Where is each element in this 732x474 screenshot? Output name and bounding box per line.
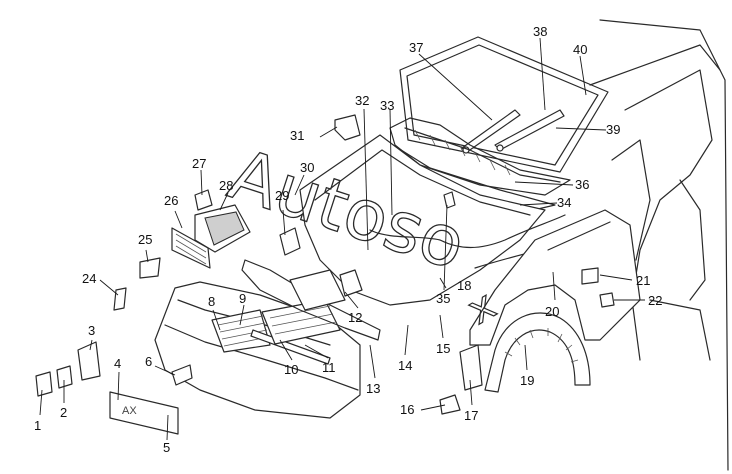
callout-36: 36 — [575, 177, 589, 192]
callout-20: 20 — [545, 304, 559, 319]
callout-30: 30 — [300, 160, 314, 175]
callout-16: 16 — [400, 402, 414, 417]
callout-32: 32 — [355, 93, 369, 108]
callout-40: 40 — [573, 42, 587, 57]
callout-6: 6 — [145, 354, 152, 369]
callout-19: 19 — [520, 373, 534, 388]
callout-33: 33 — [380, 98, 394, 113]
bonnet — [299, 134, 546, 306]
callout-11: 11 — [322, 360, 336, 375]
callout-35: 35 — [436, 291, 450, 306]
grille-strips — [250, 299, 341, 365]
callout-31: 31 — [290, 128, 304, 143]
callout-21: 21 — [636, 273, 650, 288]
callout-26: 26 — [164, 193, 178, 208]
plate-text: AX — [122, 405, 137, 417]
callout-17: 17 — [464, 408, 478, 423]
callout-22: 22 — [648, 293, 662, 308]
callout-2: 2 — [60, 405, 67, 420]
callout-25: 25 — [138, 232, 152, 247]
front-wing — [469, 209, 641, 346]
car-body-outline — [589, 19, 729, 471]
callout-4: 4 — [114, 356, 121, 371]
callout-29: 29 — [275, 188, 289, 203]
callout-24: 24 — [82, 271, 96, 286]
callout-18: 18 — [457, 278, 471, 293]
number-plate: AX — [109, 391, 179, 435]
callout-39: 39 — [606, 122, 620, 137]
callout-14: 14 — [398, 358, 412, 373]
callout-10: 10 — [284, 362, 298, 377]
callout-9: 9 — [239, 291, 246, 306]
callout-37: 37 — [409, 40, 423, 55]
callout-15: 15 — [436, 341, 450, 356]
wiper-arms — [461, 109, 565, 154]
windscreen — [399, 36, 609, 173]
leader-lines — [39, 37, 645, 441]
callout-5: 5 — [163, 440, 170, 455]
side-lamps — [35, 341, 101, 397]
wheel-arch-liner — [484, 312, 591, 393]
headlamp — [171, 204, 251, 269]
callout-8: 8 — [208, 294, 215, 309]
callout-12: 12 — [348, 310, 362, 325]
callout-38: 38 — [533, 24, 547, 39]
callout-27: 27 — [192, 156, 206, 171]
callout-3: 3 — [88, 323, 95, 338]
slam-panel — [241, 259, 381, 341]
callout-labels: 1 2 3 4 5 6 8 9 10 11 12 13 14 15 16 17 … — [34, 24, 662, 455]
callout-34: 34 — [557, 195, 571, 210]
callout-1: 1 — [34, 418, 41, 433]
small-brackets — [113, 114, 615, 415]
callout-28: 28 — [219, 178, 233, 193]
callout-13: 13 — [366, 381, 380, 396]
